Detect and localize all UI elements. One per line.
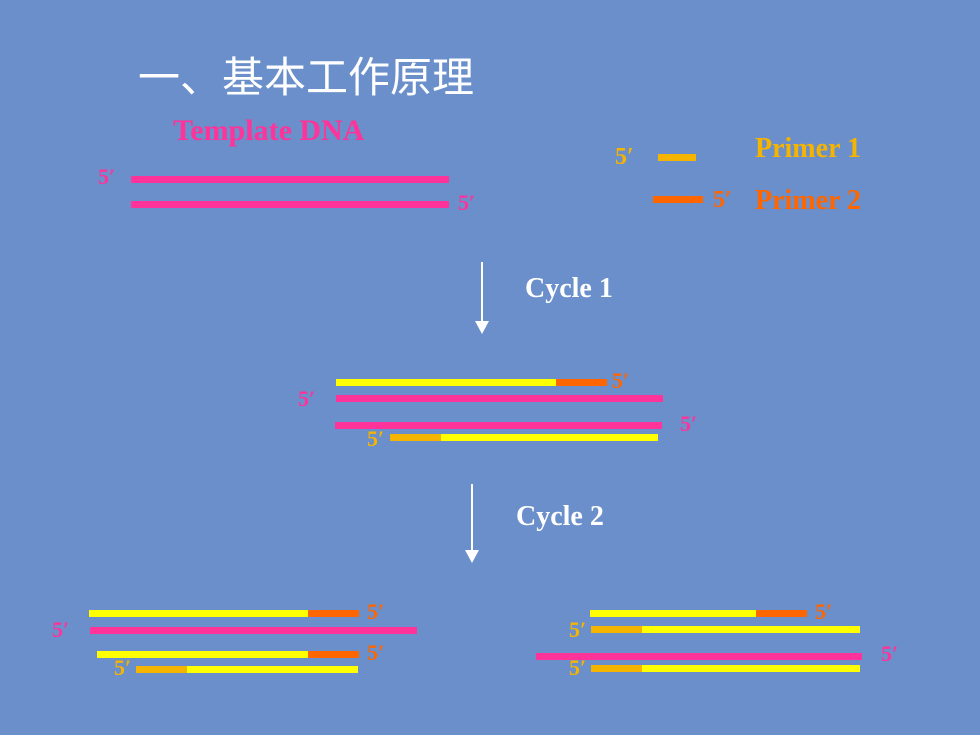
c1-new-strand-bottom (441, 434, 658, 441)
c1-template-top-5prime: 5′ (298, 386, 316, 411)
c2r-strand1-5prime: 5′ (815, 599, 833, 624)
c2l-strand1-5prime: 5′ (367, 599, 385, 624)
slide-title: 一、基本工作原理 (138, 53, 475, 102)
primer2-5prime: 5′ (713, 187, 732, 213)
c2l-strand3 (97, 651, 308, 658)
c1-bottom-5prime: 5′ (367, 426, 385, 451)
c1-primer1-bottom (390, 434, 441, 441)
c1-template-bottom-5prime: 5′ (680, 411, 698, 436)
cycle1-label: Cycle 1 (525, 273, 613, 304)
c2r-template (536, 653, 862, 660)
cycle2-arrow (465, 484, 479, 563)
c2r-template-5prime: 5′ (881, 641, 899, 666)
primer2-swatch (653, 196, 703, 203)
primer1-label: Primer 1 (755, 133, 861, 164)
cycle1-arrow (475, 262, 489, 334)
primer1-5prime: 5′ (615, 144, 634, 170)
c2r-strand2 (642, 626, 860, 633)
c2l-strand1-primer2 (308, 610, 359, 617)
template-top-5prime: 5′ (98, 164, 116, 189)
c2r-strand1-primer2 (756, 610, 807, 617)
c2l-strand4 (187, 666, 358, 673)
c2r-strand1 (590, 610, 756, 617)
c1-new-strand-top (336, 379, 556, 386)
c1-template-top (336, 395, 663, 402)
c2r-strand4-5prime: 5′ (569, 655, 587, 680)
c2l-strand4-primer1 (136, 666, 187, 673)
primer1-swatch (658, 154, 696, 161)
c2l-template (90, 627, 417, 634)
c2r-strand2-5prime: 5′ (569, 617, 587, 642)
c2l-strand4-5prime: 5′ (114, 655, 132, 680)
c2r-strand4 (642, 665, 860, 672)
primer2-label: Primer 2 (755, 185, 861, 216)
c1-template-bottom (335, 422, 662, 429)
c2r-strand2-primer1 (591, 626, 642, 633)
template-bottom-5prime: 5′ (458, 190, 476, 215)
c1-primer2-top (556, 379, 607, 386)
template-strand-top (131, 176, 449, 183)
c1-top-5prime: 5′ (612, 368, 630, 393)
c2l-strand3-5prime: 5′ (367, 640, 385, 665)
c2l-strand3-primer2 (308, 651, 359, 658)
c2r-strand4-primer1 (591, 665, 642, 672)
template-dna-label: Template DNA (173, 114, 365, 147)
c2l-template-5prime: 5′ (52, 617, 70, 642)
cycle2-label: Cycle 2 (516, 501, 604, 532)
c2l-strand1 (89, 610, 308, 617)
template-strand-bottom (131, 201, 449, 208)
